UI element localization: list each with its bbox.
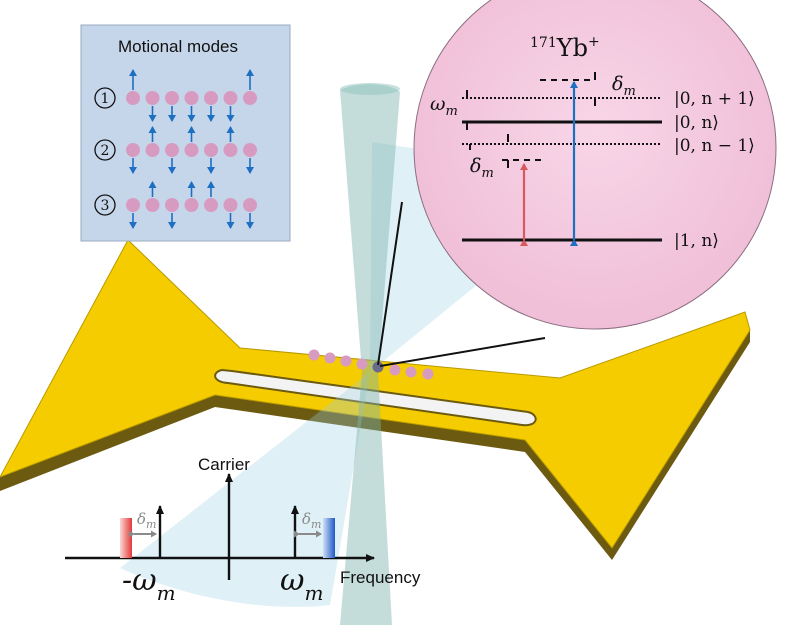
frequency-axis-label: Frequency — [340, 568, 421, 587]
state-label-0-n-plus-1: |0, n + 1⟩ — [674, 89, 755, 109]
ion — [372, 361, 384, 373]
mode-ion — [126, 143, 140, 157]
state-label-0-n: |0, n⟩ — [674, 113, 719, 133]
vertical-laser-beam — [340, 84, 400, 625]
mode-ion — [243, 91, 257, 105]
ion-chain — [308, 349, 434, 380]
mode-ion — [145, 198, 160, 212]
mode-ion — [223, 143, 238, 157]
mode-ion — [165, 198, 179, 212]
energy-bubble — [413, 0, 777, 330]
zoom-line — [379, 337, 546, 367]
state-label-0-n-minus-1: |0, n − 1⟩ — [674, 136, 755, 156]
delta-m-upper-label: δm — [612, 73, 636, 99]
ion — [356, 358, 368, 370]
mode-ion — [165, 91, 179, 105]
ion — [308, 349, 320, 361]
mode-number-circle — [94, 87, 116, 109]
mode-number: 3 — [101, 198, 110, 214]
mode-ion — [145, 91, 160, 105]
red-sideband-label: -ωm — [122, 563, 176, 605]
mode-number-circle — [94, 139, 116, 161]
zoom-line — [377, 201, 403, 366]
mode-ion — [223, 91, 238, 105]
delta-m-lower-label: δm — [470, 155, 494, 181]
mode-ion — [184, 143, 199, 157]
trap-slot — [214, 368, 537, 427]
mode-number-circle — [94, 194, 116, 216]
modes-panel-title: Motional modes — [118, 37, 238, 56]
ion — [340, 355, 352, 367]
sideband-spectrum: Frequency Carrier δm -ωm δm ωm — [65, 455, 421, 605]
mode-ion — [126, 91, 140, 105]
energy-level-panel: 171Yb+ δm ωm δm |0, n + 1⟩ |0, n⟩ |0, n … — [377, 0, 777, 367]
blue-sideband-band — [323, 518, 335, 558]
motional-modes-panel: Motional modes 1 2 3 — [80, 24, 291, 242]
red-detuning-label: δm — [137, 510, 156, 531]
vertical-beam-top — [340, 83, 400, 95]
mode-ion — [145, 143, 160, 157]
mode-ion — [243, 198, 257, 212]
mode-number: 1 — [101, 91, 110, 107]
ion-species-label: 171Yb+ — [530, 34, 600, 62]
state-label-1-n: |1, n⟩ — [674, 231, 719, 251]
ion — [324, 352, 336, 364]
mode-ion — [204, 198, 218, 212]
ion — [422, 368, 434, 380]
mode-rows: 1 2 3 — [94, 69, 257, 229]
mode-ion — [204, 143, 218, 157]
mode-number: 2 — [101, 143, 110, 159]
omega-m-label: ωm — [430, 93, 458, 119]
mode-ion — [223, 198, 238, 212]
wide-laser-beam-lower — [120, 372, 370, 607]
mode-ion — [165, 143, 179, 157]
mode-ion — [204, 91, 218, 105]
red-sideband-band — [120, 518, 132, 558]
blue-sideband-label: ωm — [280, 563, 323, 605]
carrier-label: Carrier — [198, 455, 250, 474]
mode-ion — [243, 143, 257, 157]
ion — [389, 364, 401, 376]
blue-detuning-label: δm — [302, 510, 321, 531]
mode-ion — [184, 91, 199, 105]
mode-ion — [184, 198, 199, 212]
ion — [405, 366, 417, 378]
mode-ion — [126, 198, 140, 212]
